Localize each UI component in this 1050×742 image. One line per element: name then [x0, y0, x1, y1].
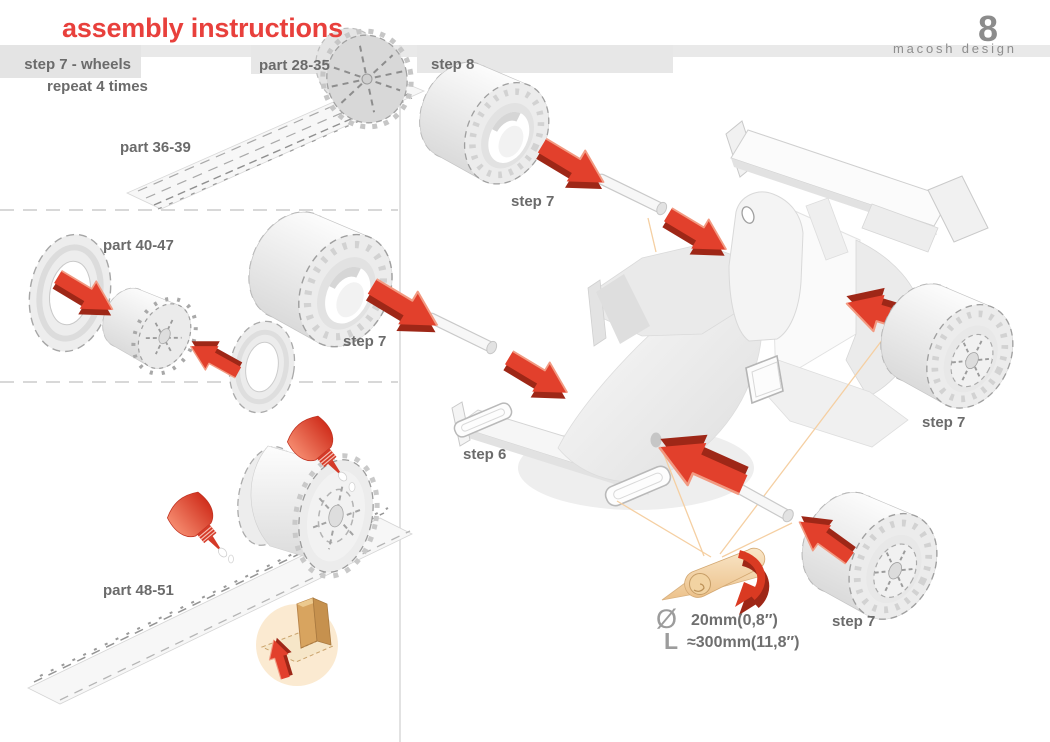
step-label-front-wing: step 6: [463, 446, 507, 463]
brand-logo: macosh design: [893, 41, 1017, 56]
axle-hole: [650, 432, 662, 448]
part-label-36-39: part 36-39: [120, 139, 191, 156]
rolled-paper: [661, 547, 770, 615]
car-body: [557, 120, 989, 482]
guide-lines: [616, 217, 890, 558]
glue-drop: [228, 554, 234, 564]
glue-drop: [348, 482, 356, 492]
wheel-top: [403, 46, 565, 198]
assembled-hub-spool: [237, 445, 380, 579]
step-label-left-wheel: step 7: [343, 333, 387, 350]
step-label-bottom-wheel: step 7: [832, 613, 876, 630]
axle-rod: [423, 309, 500, 356]
rear-wing: [725, 120, 989, 261]
diameter-icon: Ø: [656, 604, 678, 634]
section-label-step8: step 8: [431, 56, 475, 73]
wheel-disc-28-35: [315, 27, 414, 130]
repeat-note: repeat 4 times: [47, 78, 148, 95]
length-icon: L: [664, 628, 679, 654]
step-label-top-wheel: step 7: [511, 193, 555, 210]
section-label-step7-wheels: step 7 - wheels: [24, 56, 131, 73]
length-value: ≈300mm(11,8″): [687, 634, 800, 651]
roll-hoop: [728, 191, 804, 342]
part-label-48-51: part 48-51: [103, 582, 174, 599]
axle-rod: [593, 170, 670, 217]
page-number: 8: [977, 8, 998, 49]
diameter-value: 20mm(0,8″): [691, 612, 778, 629]
cardboard-fold-inset: [256, 597, 338, 686]
step7-wheels-block: [0, 45, 141, 78]
part-label-40-47: part 40-47: [103, 237, 174, 254]
step-label-side-wheel: step 7: [922, 414, 966, 431]
roll-direction-arrow: [735, 550, 770, 615]
page-title: assembly instructions: [62, 13, 343, 43]
part-label-28-35: part 28-35: [259, 57, 330, 74]
front-wing-endplates: [451, 401, 672, 507]
red-arrow: [497, 343, 577, 413]
wheel-bottom: [785, 476, 954, 634]
